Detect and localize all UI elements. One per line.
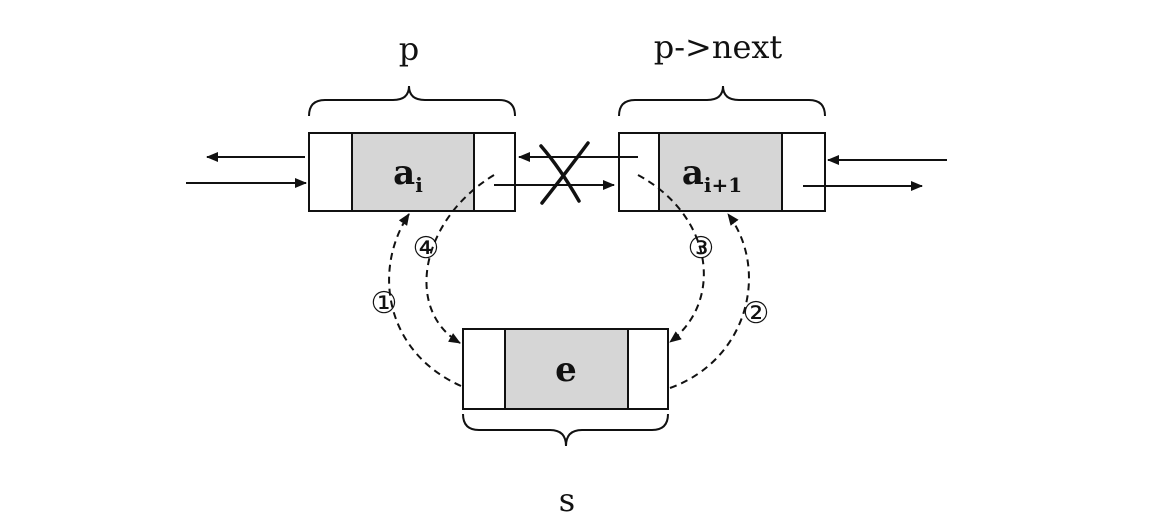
node-ai1-data-field <box>658 132 783 212</box>
node-e-label: e <box>555 350 577 390</box>
svg-text:ai+1: ai+1 <box>682 153 742 197</box>
node-e-prev-field <box>462 328 506 410</box>
node-ai: ai <box>308 132 516 212</box>
step-label-4: ④ <box>413 231 440 266</box>
node-ai-next-field <box>473 132 516 212</box>
node-ai-data-field <box>351 132 475 212</box>
node-e: e <box>462 328 669 410</box>
node-ai-subscript: i <box>415 173 423 197</box>
node-ai1-next-field <box>781 132 826 212</box>
node-ai-label: a <box>393 153 415 193</box>
step-label-1: ① <box>371 286 398 321</box>
link-step-2 <box>669 213 750 389</box>
node-ai-prev-field <box>308 132 353 212</box>
step-label-3: ③ <box>688 231 715 266</box>
link-step-1 <box>388 213 462 387</box>
node-ai1-subscript: i+1 <box>704 173 742 197</box>
node-ai1-prev-field <box>618 132 660 212</box>
label-p: p <box>399 30 419 68</box>
node-ai1-label: a <box>682 153 704 193</box>
node-e-data-field <box>504 328 629 410</box>
node-ai1: ai+1 <box>618 132 826 212</box>
label-s: s <box>559 481 575 519</box>
node-e-next-field <box>627 328 669 410</box>
cross-out-mark <box>539 141 590 205</box>
link-step-3 <box>637 174 705 343</box>
brace-p-next <box>618 85 826 117</box>
step-label-2: ② <box>743 296 770 331</box>
brace-p <box>308 85 516 117</box>
label-p-next: p->next <box>654 28 783 66</box>
svg-text:ai: ai <box>393 153 423 197</box>
link-step-4 <box>425 174 495 344</box>
brace-s <box>462 413 669 447</box>
